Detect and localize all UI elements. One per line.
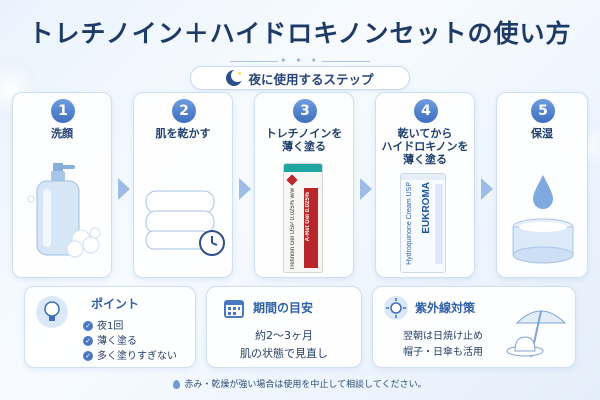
sun-icon xyxy=(384,296,408,320)
period-panel: 期間の目安 約2～3ヶ月 肌の状態で見直し xyxy=(206,286,362,368)
moon-icon xyxy=(226,69,245,86)
step-card-3: 3 トレチノインを 薄く塗る Tretinoin Gel USP 0.025% … xyxy=(254,92,354,278)
tube-brand: Tretinoin Gel USP 0.025% w/w xyxy=(290,188,296,271)
tube-name: EUKROMA xyxy=(421,182,432,234)
step-number: 2 xyxy=(172,99,196,123)
period-title: 期間の目安 xyxy=(253,301,314,315)
face-wash-bottle-icon xyxy=(27,163,101,258)
hydroquinone-tube: Hydroquinone Cream USP EUKROMA xyxy=(400,173,446,273)
step-card-4: 4 乾いてから ハイドロキノンを 薄く塗る Hydroquinone Cream… xyxy=(375,92,475,278)
title-ornament: ✦ ✦ ✦ xyxy=(230,56,370,66)
step-label: 保湿 xyxy=(531,127,553,140)
uv-line: 帽子・日傘も活用 xyxy=(403,347,483,358)
footer-note: 赤み・乾燥が強い場合は使用を中止して相談してください。 xyxy=(0,377,600,390)
page-title: トレチノイン＋ハイドロキノンセットの使い方 xyxy=(28,19,572,48)
step-number: 4 xyxy=(414,99,438,123)
step-arrow-icon xyxy=(239,178,251,200)
step-card-2: 2 肌を乾かす xyxy=(133,92,233,278)
towel-icon xyxy=(145,190,215,250)
step-number: 5 xyxy=(531,99,555,123)
tube-name: A-Ret Gel 0.025% xyxy=(305,192,311,242)
drop-icon xyxy=(173,380,181,389)
subtitle-pill: 夜に使用するステップ xyxy=(190,66,410,90)
step-label: 肌を乾かす xyxy=(155,127,211,140)
point-title: ポイント xyxy=(91,297,140,311)
tretinoin-tube: Tretinoin Gel USP 0.025% w/w A-Ret Gel 0… xyxy=(283,163,323,273)
check-icon: ✓ xyxy=(83,336,93,346)
point-item: ✓薄く塗る xyxy=(83,332,137,347)
check-icon: ✓ xyxy=(83,321,93,331)
step-arrow-icon xyxy=(360,178,372,200)
uv-line: 翌朝は日焼け止め xyxy=(403,331,483,342)
step-label: 洗顔 xyxy=(51,127,73,140)
step-arrow-icon xyxy=(481,178,493,200)
step-number: 3 xyxy=(293,99,317,123)
clock-icon xyxy=(199,230,225,256)
moisturizer-jar-icon xyxy=(512,175,574,264)
step-label: 乾いてから ハイドロキノンを 薄く塗る xyxy=(381,127,469,166)
point-item: ✓夜1回 xyxy=(83,317,123,332)
subtitle-text: 夜に使用するステップ xyxy=(248,71,374,87)
calendar-icon xyxy=(224,300,244,318)
step-card-5: 5 保湿 xyxy=(496,92,588,278)
uv-panel: 紫外線対策 翌朝は日焼け止め 帽子・日傘も活用 xyxy=(372,286,576,368)
check-icon: ✓ xyxy=(83,351,93,361)
lightbulb-icon xyxy=(36,296,68,328)
period-line: 約2～3ヶ月 xyxy=(255,329,313,342)
step-label: トレチノインを 薄く塗る xyxy=(265,127,343,153)
point-panel: ポイント ✓夜1回 ✓薄く塗る ✓多く塗りすぎない xyxy=(24,286,196,368)
step-card-1: 1 洗顔 xyxy=(12,92,112,278)
point-item: ✓多く塗りすぎない xyxy=(83,347,177,362)
step-number: 1 xyxy=(51,99,75,123)
period-line: 肌の状態で見直し xyxy=(240,347,328,360)
uv-title: 紫外線対策 xyxy=(415,301,476,315)
step-arrow-icon xyxy=(118,178,130,200)
tube-brand: Hydroquinone Cream USP xyxy=(406,182,413,265)
umbrella-hat-icon xyxy=(506,310,567,358)
